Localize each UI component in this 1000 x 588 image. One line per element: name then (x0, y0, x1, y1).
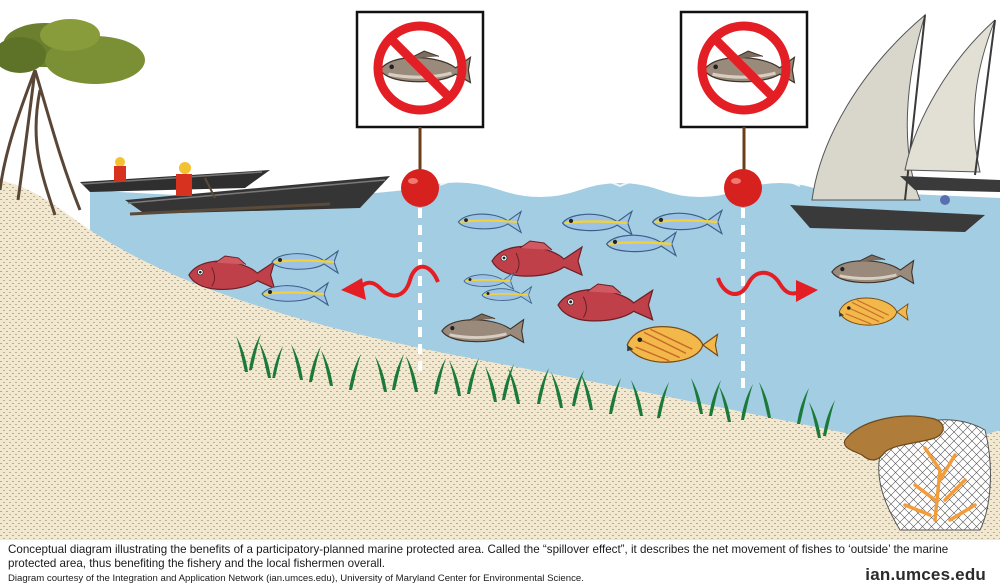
spillover-arrow-icon (341, 264, 440, 300)
no-fishing-sign-icon (355, 10, 485, 175)
buoy-icon (401, 169, 439, 372)
spillover-arrow-icon (716, 270, 818, 302)
mangrove-tree-icon (0, 19, 145, 216)
canoe-icon (80, 157, 270, 192)
canoe-icon (125, 162, 390, 216)
sailboat-icon (790, 13, 985, 232)
coral-icon (843, 415, 991, 531)
sailboat-icon (900, 19, 1000, 192)
no-fishing-sign-icon (679, 10, 809, 175)
figure-caption: Conceptual diagram illustrating the bene… (8, 543, 949, 570)
buoy-icon (724, 169, 762, 392)
spillover-diagram (0, 10, 1000, 540)
figure-credit: Diagram courtesy of the Integration and … (8, 573, 584, 584)
ian-logo: ian.umces.edu (865, 565, 986, 584)
